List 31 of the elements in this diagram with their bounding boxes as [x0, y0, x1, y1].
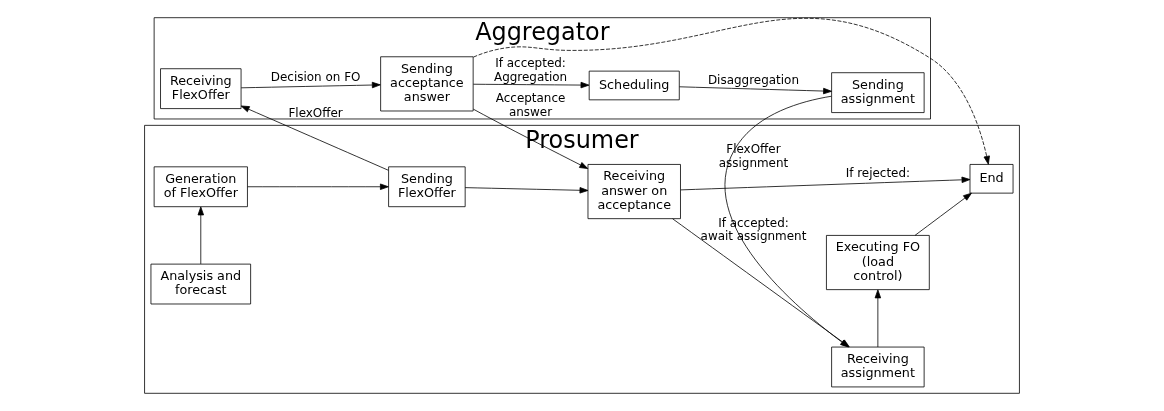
edge-label: FlexOffer assignment — [718, 142, 789, 170]
node-box: Executing FO (load control) — [826, 235, 930, 291]
arrow — [914, 192, 972, 236]
node-box: Receiving FlexOffer — [160, 68, 242, 109]
arrow — [679, 86, 832, 95]
edge-label: Acceptance answer — [495, 91, 566, 119]
node-box: Receiving assignment — [831, 346, 925, 388]
node-box: Sending acceptance answer — [380, 56, 474, 112]
node-box: Sending FlexOffer — [388, 166, 466, 208]
node-box: Scheduling — [588, 70, 680, 101]
arrow — [680, 176, 971, 191]
edge-label: FlexOffer — [288, 105, 343, 120]
edge-label: If rejected: — [845, 166, 911, 181]
arrow — [197, 206, 204, 265]
arrow — [240, 105, 389, 171]
edge-label: Disaggregation — [707, 72, 799, 87]
arrow — [464, 187, 589, 194]
edge-label: Decision on FO — [270, 70, 361, 85]
edge-label: If accepted: await assignment — [700, 215, 807, 244]
arrow — [473, 17, 990, 165]
node-box: End — [969, 164, 1014, 194]
arrow — [247, 183, 389, 190]
arrow — [472, 108, 589, 169]
arrow — [240, 81, 381, 89]
arrow — [472, 81, 590, 89]
node-box: Sending assignment — [831, 72, 925, 113]
node-box: Analysis and forecast — [150, 263, 252, 305]
node-box: Receiving answer on acceptance — [587, 164, 681, 220]
arrow — [874, 289, 882, 348]
node-box: Generation of FlexOffer — [153, 166, 248, 208]
edge-label: If accepted: Aggregation — [493, 56, 568, 84]
